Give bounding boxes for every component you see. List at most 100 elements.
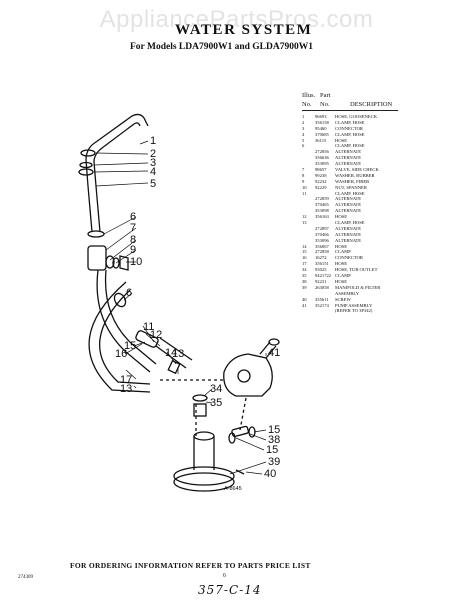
part-number: 263058 bbox=[315, 284, 329, 290]
part-number: 96693 bbox=[315, 114, 327, 119]
illus-number: 34 bbox=[302, 267, 307, 273]
document-number: 274309 bbox=[18, 575, 33, 580]
callout-number: 17 bbox=[120, 374, 132, 386]
long-hose-inner bbox=[99, 289, 151, 385]
callout-number: 13 bbox=[120, 383, 132, 395]
hose-curve-outer bbox=[104, 269, 157, 365]
part-number: 370466 bbox=[315, 231, 329, 237]
callout-number: 38 bbox=[268, 434, 280, 446]
illus-number: 13 bbox=[302, 220, 307, 226]
header-description: DESCRIPTION bbox=[350, 101, 393, 108]
part-description: HOSE bbox=[335, 214, 347, 220]
part-description: PUMP ASSEMBLY bbox=[335, 302, 373, 308]
illus-number: 11 bbox=[302, 190, 307, 196]
part-number: 272897 bbox=[315, 225, 329, 231]
callout-number: 6 bbox=[126, 287, 132, 299]
part-description: CLAMP bbox=[335, 273, 351, 279]
handwritten-note: 357-C-14 bbox=[198, 583, 262, 597]
callout-number: 41 bbox=[268, 347, 280, 359]
part-number: 92229 bbox=[315, 184, 327, 190]
filter-base-bottom bbox=[173, 472, 235, 492]
callout-number: 4 bbox=[150, 166, 156, 178]
part-number: 272859 bbox=[315, 196, 329, 202]
illus-number: 9 bbox=[302, 178, 305, 184]
page-number: 6 bbox=[223, 573, 226, 579]
illus-number: 10 bbox=[302, 184, 307, 190]
figure-reference: A-8645 bbox=[224, 486, 242, 492]
header-rule bbox=[302, 110, 398, 111]
hose-clamp-15b bbox=[228, 432, 236, 444]
part-number: 353095 bbox=[315, 161, 329, 167]
callout-number: 15 bbox=[266, 444, 278, 456]
long-hose bbox=[88, 281, 151, 393]
part-description: (REFER TO 3P342) bbox=[335, 308, 373, 314]
illus-number: 16 bbox=[302, 255, 307, 261]
part-number: 92231 bbox=[315, 278, 327, 284]
callout-number: 40 bbox=[264, 468, 276, 480]
callout-leaders bbox=[93, 140, 267, 475]
illus-number: 8 bbox=[302, 172, 305, 178]
illus-number: 6 bbox=[302, 143, 305, 149]
part-description: HOSE bbox=[335, 243, 347, 249]
part-description: ALTERNATE bbox=[335, 196, 362, 202]
callout-number: 13 bbox=[172, 348, 184, 360]
illus-number: 38 bbox=[302, 278, 307, 284]
illus-number: 2 bbox=[302, 119, 305, 125]
callout-number: 35 bbox=[210, 397, 222, 409]
part-description: NUT, SPANNER bbox=[335, 184, 367, 190]
watermark: AppliancePartsPros.com bbox=[99, 6, 374, 33]
part-number: 99238 bbox=[315, 172, 327, 178]
page-title: WATER SYSTEM bbox=[175, 22, 313, 38]
part-description: ASSEMBLY bbox=[335, 290, 360, 296]
ordering-info-footer: FOR ORDERING INFORMATION REFER TO PARTS … bbox=[70, 561, 311, 570]
part-number: 355611 bbox=[315, 296, 329, 302]
hose-curve bbox=[96, 269, 151, 373]
callout-number: 10 bbox=[130, 256, 142, 268]
illus-number: 15 bbox=[302, 249, 307, 255]
part-number: 95460 bbox=[315, 125, 327, 131]
part-description: HOSE, TUB OUTLET bbox=[335, 267, 378, 273]
hose-clamp bbox=[78, 168, 94, 176]
part-number: 9421722 bbox=[315, 273, 332, 279]
part-description: CLAMP, HOSE bbox=[335, 119, 365, 125]
callout-number: 2 bbox=[150, 148, 156, 160]
part-description: WASHER, RUBBER bbox=[335, 172, 375, 178]
hose-clamp-13 bbox=[167, 359, 181, 375]
page-subtitle: For Models LDA7900W1 and GLDA7900W1 bbox=[130, 42, 313, 52]
part-description: ALTERNATE bbox=[335, 202, 362, 208]
part-number: 370685 bbox=[315, 131, 329, 137]
part-number: 370465 bbox=[315, 202, 329, 208]
part-description: ALTERNATE bbox=[335, 161, 362, 167]
part-description: MANIFOLD & FILTER bbox=[335, 284, 381, 290]
part-number: 93025 bbox=[315, 267, 327, 273]
part-description: CONNECTOR bbox=[335, 125, 363, 131]
part-description: HOSE bbox=[335, 261, 347, 267]
callout-number: 3 bbox=[150, 157, 156, 169]
connector bbox=[79, 161, 93, 169]
part-number: 356067 bbox=[315, 243, 329, 249]
part-description: HOSE bbox=[335, 278, 347, 284]
illus-number: 7 bbox=[302, 167, 305, 173]
part-description: SCREW bbox=[335, 296, 351, 302]
part-number: 92232 bbox=[315, 178, 327, 184]
pump-port bbox=[237, 369, 251, 383]
illus-number: 40 bbox=[302, 296, 307, 302]
part-number: 36115 bbox=[315, 137, 327, 143]
screw-40 bbox=[235, 469, 245, 475]
illus-number: 35 bbox=[302, 273, 307, 279]
part-description: HOSE bbox=[335, 137, 347, 143]
fiber-washer bbox=[112, 257, 120, 269]
illus-number: 1 bbox=[302, 114, 305, 119]
part-number: 352174 bbox=[315, 302, 329, 308]
manifold-stem bbox=[193, 436, 215, 470]
leader-line bbox=[160, 379, 247, 436]
callout-number: 1 bbox=[150, 135, 156, 147]
rubber-washer bbox=[105, 255, 115, 269]
part-description: ALTERNATE bbox=[335, 155, 362, 161]
pump-outlet-cap bbox=[268, 338, 280, 346]
part-number: 272856 bbox=[315, 149, 329, 155]
hose-vertical bbox=[87, 185, 101, 233]
callout-number: 11 bbox=[143, 321, 154, 333]
part-description: CLAMP, HOSE bbox=[335, 220, 365, 226]
